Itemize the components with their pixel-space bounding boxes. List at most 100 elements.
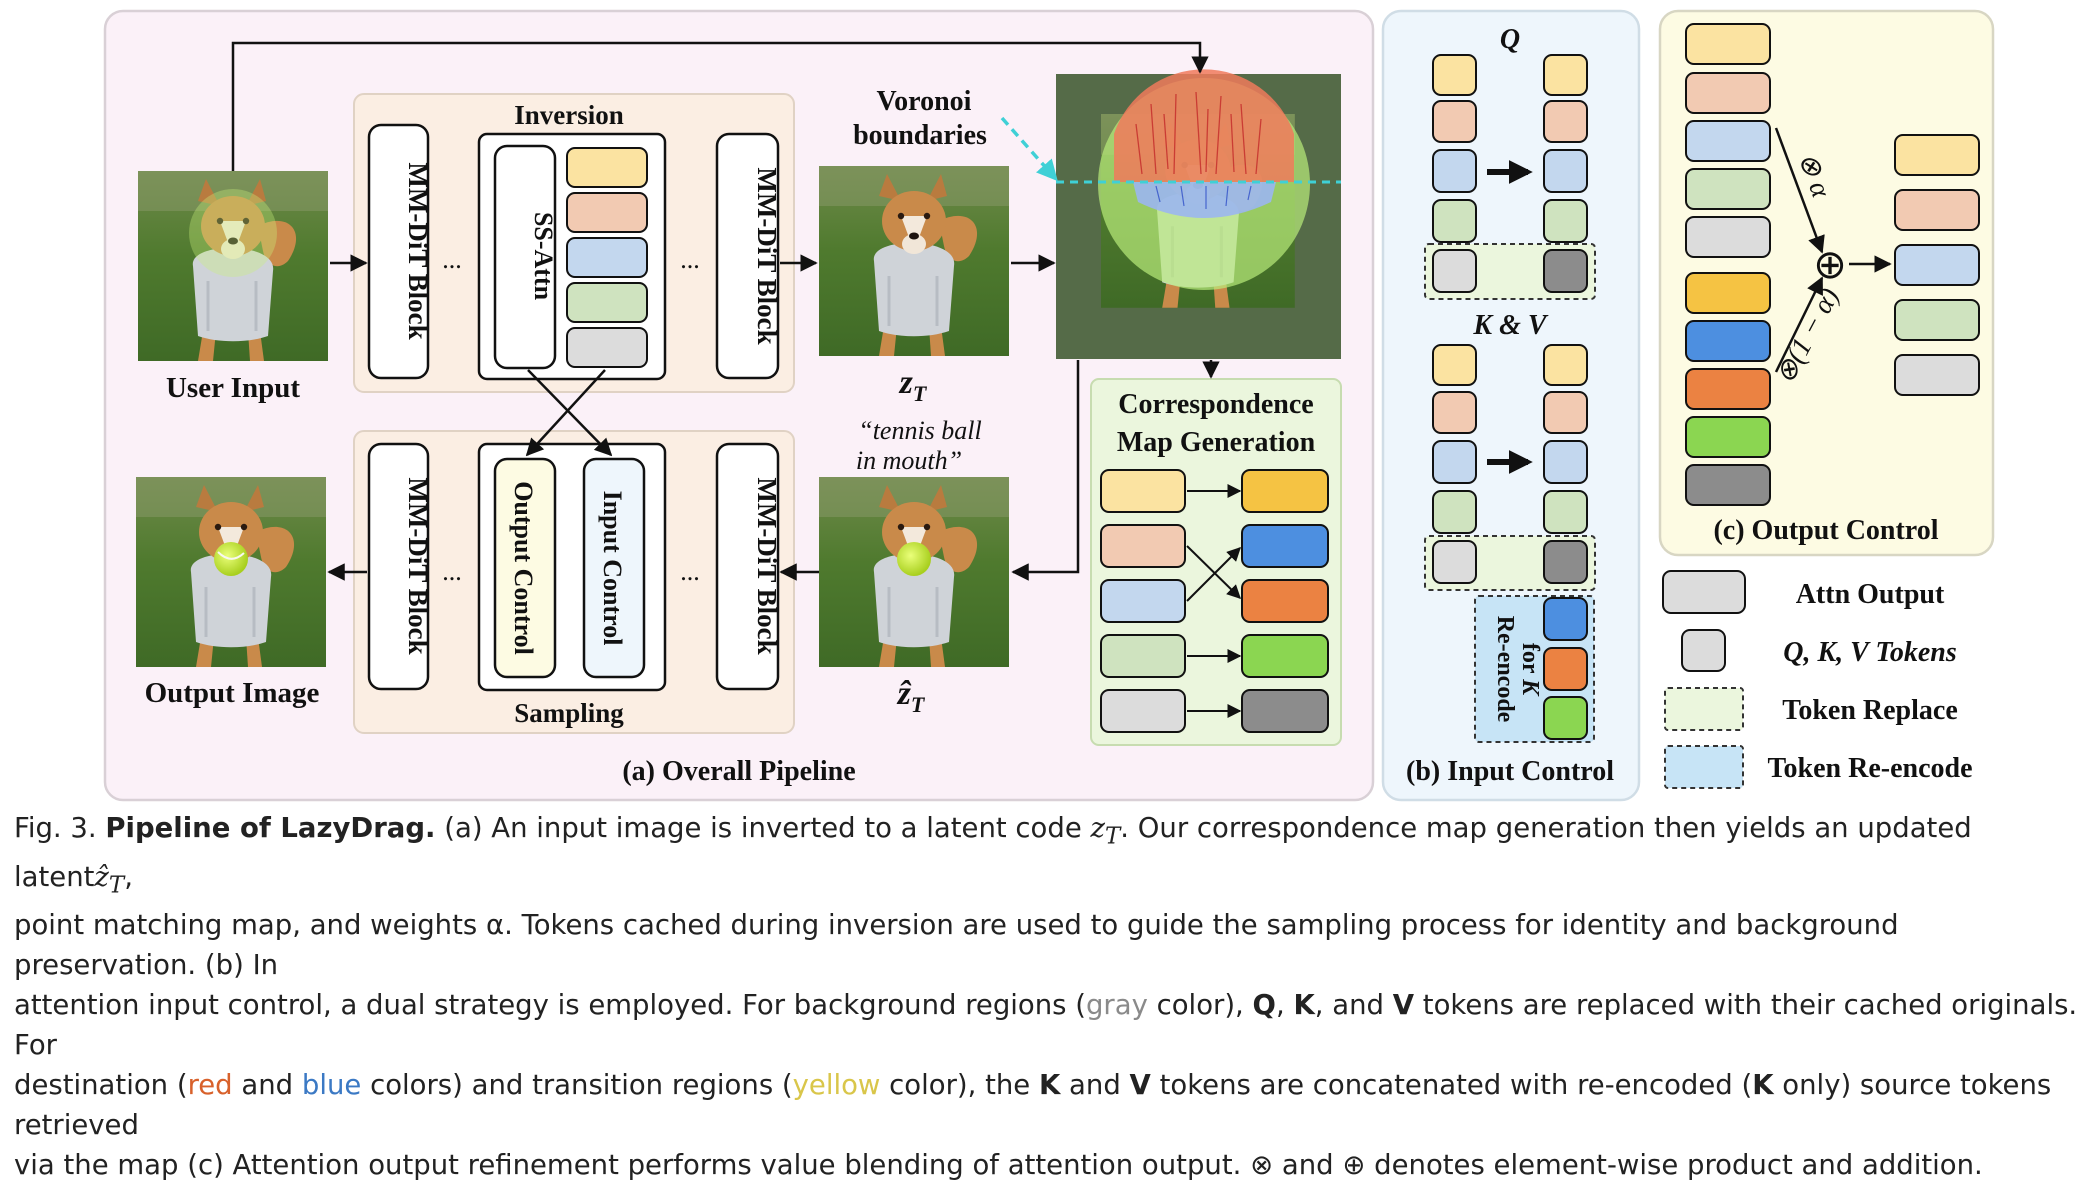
alpha-arrow-top: [1774, 127, 1825, 254]
input-control-block: [582, 457, 646, 679]
mmdit-block-inv-right: [715, 132, 780, 380]
kv-label: K & V: [1472, 310, 1548, 341]
pipeline-figure: (a) Overall Pipeline Inversion Sampling …: [103, 9, 1995, 802]
caption-text: and: [241, 1069, 294, 1101]
corr-src-blue: [1100, 579, 1186, 623]
reencode-token-lime: [1543, 696, 1588, 740]
mmdit-block-inv-left: [367, 123, 430, 380]
reencode-label-1: Re-encode: [1492, 616, 1518, 723]
zt-image: [817, 164, 1011, 358]
prompt-line-2: in mouth”: [856, 446, 962, 475]
output-image: [134, 475, 328, 669]
caption-text: attention input control, a dual strategy…: [14, 989, 1086, 1021]
caption-text: , and: [1314, 989, 1384, 1021]
q-token-column-right: [1543, 54, 1588, 243]
figure-caption: Fig. 3. Pipeline of LazyDrag. (a) An inp…: [14, 808, 2080, 1185]
reencode-token-blue: [1543, 597, 1588, 641]
reencode-label-2: for K: [1517, 643, 1543, 697]
correspondence-title-2: Map Generation: [1117, 427, 1316, 458]
caption-bold-k: K: [1038, 1069, 1061, 1101]
caption-text: color), the: [889, 1069, 1031, 1101]
caption-text: point matching map, and weights α. Token…: [14, 909, 1899, 981]
inversion-title: Inversion: [514, 100, 624, 130]
corr-dst-darkgray: [1241, 689, 1329, 733]
caption-text: and: [1069, 1069, 1121, 1101]
corr-dst-orange: [1241, 579, 1329, 623]
corr-arrow-3: [1186, 547, 1241, 602]
kv-token-gray: [1432, 540, 1477, 584]
caption-text: tokens are concatenated with re-encoded …: [1159, 1069, 1753, 1101]
ellipsis-samp-right: ...: [680, 557, 700, 586]
ellipsis-inv-left: ...: [442, 245, 462, 274]
output-control-block-label: Output Control: [509, 481, 538, 655]
output-control-result-column: [1894, 134, 1980, 396]
alpha-arrow-bottom: [1774, 276, 1824, 373]
prompt-line-1: “tennis ball: [858, 416, 982, 445]
voronoi-image: [1056, 69, 1341, 359]
ellipsis-inv-right: ...: [680, 245, 700, 274]
caption-gray-word: gray: [1085, 989, 1148, 1021]
corr-src-yellow: [1100, 469, 1186, 513]
caption-text: destination (: [14, 1069, 188, 1101]
kv-token-darkgray: [1543, 540, 1588, 584]
corr-src-gray: [1100, 689, 1186, 733]
mmdit-block-samp-left: [367, 442, 430, 691]
arrow-corr-to-zhat: [1011, 360, 1080, 581]
panel-a-title: (a) Overall Pipeline: [622, 756, 855, 787]
caption-line-5: via the map (c) Attention output refinem…: [14, 1145, 2080, 1185]
caption-line-1: Fig. 3. Pipeline of LazyDrag. (a) An inp…: [14, 808, 2080, 905]
caption-title: Pipeline of LazyDrag.: [105, 812, 436, 844]
mmdit-block-samp-right-label: MM-DiT Block: [752, 477, 782, 654]
plus-symbol: ⊕: [1813, 242, 1847, 287]
caption-bold-q: Q: [1252, 989, 1276, 1021]
panel-c-title: (c) Output Control: [1713, 515, 1938, 546]
corr-src-peach: [1100, 524, 1186, 568]
caption-fig-label: Fig. 3.: [14, 812, 97, 844]
q-token-gray: [1432, 249, 1477, 293]
correspondence-title-1: Correspondence: [1118, 389, 1313, 420]
caption-bold-v: V: [1392, 989, 1415, 1021]
legend-qkv-label: Q, K, V Tokens: [1783, 637, 1957, 668]
user-input-image: [136, 169, 330, 363]
ellipsis-samp-left: ...: [442, 557, 462, 586]
sampling-title: Sampling: [514, 698, 624, 728]
ss-attn-label: SS-Attn: [529, 212, 558, 301]
mmdit-block-samp-right: [715, 442, 780, 691]
caption-red-word: red: [187, 1069, 233, 1101]
inv-token-peach: [566, 192, 648, 233]
zhat-image: [817, 475, 1011, 669]
caption-text: (a) An input image is inverted to a late…: [444, 812, 1082, 844]
corr-dst-lime: [1241, 634, 1329, 678]
inv-token-gray: [566, 327, 648, 368]
zt-label: zT: [899, 364, 928, 406]
legend-token-reencode-label: Token Re-encode: [1767, 753, 1972, 784]
ss-attn-block: [493, 144, 557, 370]
user-input-label: User Input: [166, 372, 300, 404]
caption-line-4: destination (red and blue colors) and tr…: [14, 1065, 2080, 1145]
legend-attn-output-swatch: [1662, 570, 1746, 614]
mmdit-block-inv-right-label: MM-DiT Block: [752, 167, 782, 344]
caption-text: colors) and transition regions (: [370, 1069, 793, 1101]
caption-text: via the map (c) Attention output refinem…: [14, 1149, 1983, 1181]
zhat-label: ẑT: [897, 675, 926, 717]
q-label: Q: [1500, 24, 1520, 55]
reencode-token-orange: [1543, 647, 1588, 691]
caption-text: color),: [1156, 989, 1244, 1021]
output-control-block: [493, 457, 557, 679]
inv-token-green: [566, 282, 648, 323]
output-control-attn-column: [1685, 23, 1771, 258]
panel-b-title: (b) Input Control: [1406, 756, 1614, 787]
legend-qkv-swatch: [1681, 629, 1726, 672]
mmdit-block-inv-left-label: MM-DiT Block: [403, 162, 433, 339]
caption-line-3: attention input control, a dual strategy…: [14, 985, 2080, 1065]
corr-dst-gold: [1241, 469, 1329, 513]
q-token-column-left: [1432, 54, 1477, 243]
caption-bold-k: K: [1752, 1069, 1774, 1101]
caption-text: ,: [124, 860, 133, 893]
caption-blue-word: blue: [301, 1069, 362, 1101]
corr-dst-blue: [1241, 524, 1329, 568]
kv-token-column-left: [1432, 344, 1477, 534]
caption-text: . Our correspondence map generation then…: [14, 812, 1972, 893]
caption-line-2: point matching map, and weights α. Token…: [14, 905, 2080, 985]
caption-yellow-word: yellow: [792, 1069, 881, 1101]
